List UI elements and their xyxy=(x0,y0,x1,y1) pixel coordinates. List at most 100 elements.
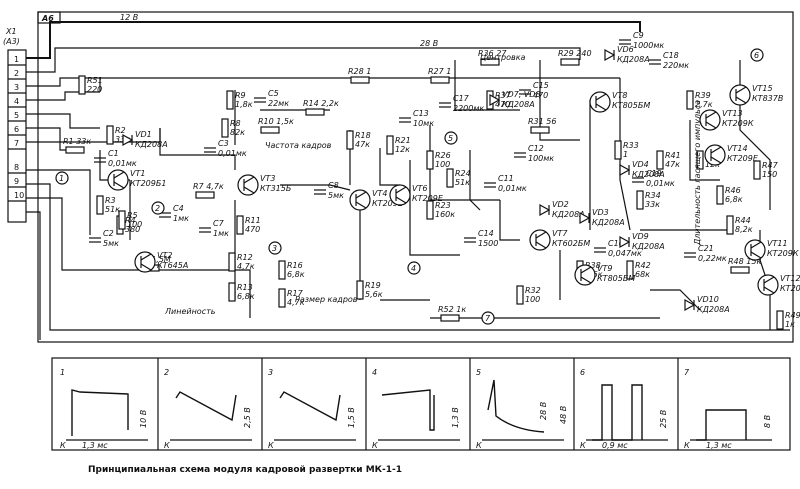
diode-type: КД208А xyxy=(617,55,650,64)
resistor-ref: R13 xyxy=(237,283,253,292)
waveform-trace xyxy=(696,409,747,441)
capacitor-ref: C13 xyxy=(413,109,429,118)
capacitor-ref: C14 xyxy=(478,229,494,238)
resistor-r9: R91,8к xyxy=(226,90,253,110)
resistor-value: 6,8к xyxy=(237,292,255,301)
transistor-ref: VT9 xyxy=(597,264,612,273)
resistor-label: R52 1к xyxy=(438,305,466,314)
resistor-value: 1к xyxy=(785,320,795,329)
resistor-label: R29 240 xyxy=(558,49,592,58)
resistor-value: 1 xyxy=(623,150,628,159)
capacitor-ref: C9 xyxy=(633,31,644,40)
diode-ref: VD1 xyxy=(135,130,152,139)
control-label-r17: Размер кадров xyxy=(295,295,358,304)
capacitor-value: 0,01мк xyxy=(498,184,527,193)
resistor-label: R7 4,7к xyxy=(193,182,224,191)
capacitor-value: 22мк xyxy=(268,99,289,108)
resistor-value: 380 xyxy=(125,225,140,234)
resistor-ref: R51 xyxy=(87,76,103,85)
transistor-layer: VT1КТ209Б1VT2КТ645АVT3КТ315БVT4КТ209ЕVT6… xyxy=(107,84,800,296)
transistor-ref: VT15 xyxy=(752,84,773,93)
diagram-caption: Принципиальная схема модуля кадровой раз… xyxy=(88,465,402,475)
transistor-vt12: VT12КТ209К xyxy=(757,274,800,296)
transistor-ref: VT4 xyxy=(372,189,387,198)
capacitor-ref: C3 xyxy=(218,139,229,148)
resistor-ref: R32 xyxy=(525,286,541,295)
capacitor-value: 0,01мк xyxy=(108,159,137,168)
diode-type: КД208А xyxy=(632,170,665,179)
waveform-number: 7 xyxy=(684,368,690,377)
capacitor-value: 1мк xyxy=(173,214,189,223)
connector-pin-9: 9 xyxy=(14,177,19,186)
transistor-type: КТ645А xyxy=(157,261,188,270)
control-label-r14: Частота кадров xyxy=(265,141,332,150)
diode-type: КД208А xyxy=(632,242,665,251)
transistor-type: КТ209К xyxy=(780,284,800,293)
capacitor-value: 0,01мк xyxy=(218,149,247,158)
test-point-1: 1 xyxy=(55,171,69,185)
resistor-value: 5,6к xyxy=(365,290,383,299)
resistor-value: 6,8к xyxy=(287,270,305,279)
connector-sub: (А3) xyxy=(3,37,20,46)
capacitor-value: 470 xyxy=(533,91,548,100)
resistor-ref: R47 xyxy=(762,161,779,170)
resistor-label: R36 27 xyxy=(478,49,507,58)
resistor-label: R28 1 xyxy=(348,67,371,76)
capacitor-ref: C8 xyxy=(328,181,339,190)
resistor-r10: R10 1,5к xyxy=(258,117,294,134)
resistor-ref: R18 xyxy=(355,131,371,140)
capacitor-c1: C10,01мк xyxy=(94,149,137,168)
capacitor-ref: C11 xyxy=(498,174,514,183)
capacitor-ref: C19 xyxy=(646,169,662,178)
resistor-value: 33к xyxy=(645,200,660,209)
diode-type: КД208А xyxy=(552,210,585,219)
transistor-type: КТ602БМ xyxy=(552,239,590,248)
capacitor-value: 2200мк xyxy=(453,104,484,113)
test-point-6: 6 xyxy=(750,48,764,62)
capacitor-value: 5мк xyxy=(103,239,119,248)
resistor-value: 47к xyxy=(665,160,680,169)
resistor-ref: R37 xyxy=(495,91,512,100)
transistor-type: КТ805БМ xyxy=(597,274,635,283)
diode-ref: VD4 xyxy=(632,160,649,169)
transistor-type: КТ209Е xyxy=(372,199,404,208)
resistor-value: 12к xyxy=(395,145,410,154)
diode-ref: VD6 xyxy=(617,45,634,54)
waveform-amplitude-1: 28 В xyxy=(539,402,548,420)
resistor-label: R27 1 xyxy=(428,67,451,76)
resistor-r31: R31 56 xyxy=(528,117,556,134)
diode-type: КД208А xyxy=(697,305,730,314)
resistor-r27: R27 1 xyxy=(428,67,451,84)
resistor-value: 4,7к xyxy=(237,262,255,271)
supply-rails: 12 В 28 В xyxy=(26,13,790,340)
waveform-amplitude: 25 В xyxy=(659,410,668,428)
transistor-ref: VT6 xyxy=(412,184,427,193)
